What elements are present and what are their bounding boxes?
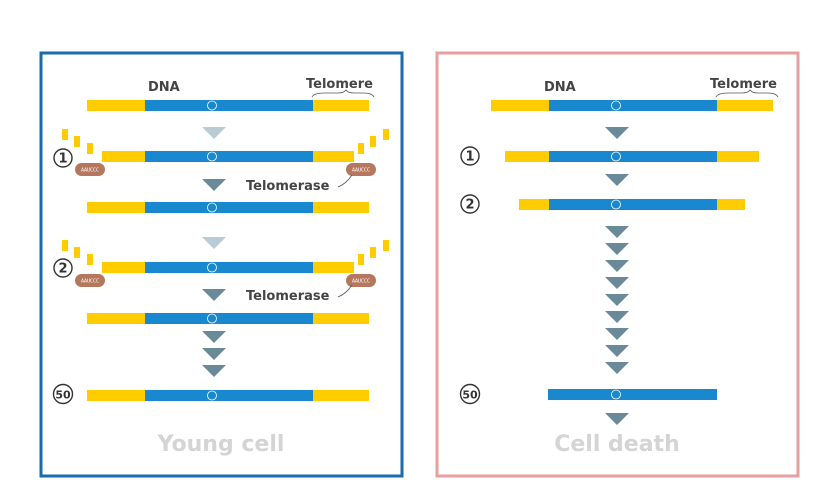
- down-arrow: [202, 237, 226, 249]
- telomere-label: Telomere: [306, 77, 373, 92]
- telomere-brace: [715, 89, 779, 98]
- telomere-fragments-right: [358, 129, 389, 154]
- chromosome-step-1: [505, 151, 759, 162]
- svg-text:50: 50: [55, 389, 71, 402]
- chromosome-restored-1: [87, 202, 369, 213]
- svg-text:2: 2: [58, 262, 67, 277]
- chromosome-initial: [87, 100, 369, 111]
- cell-death-title: Cell death: [554, 432, 680, 457]
- cell-death-panel: [435, 51, 800, 478]
- down-arrow: [202, 348, 226, 360]
- dna-label: DNA: [544, 80, 576, 95]
- telomere-label: Telomere: [710, 77, 777, 92]
- svg-text:AAUCCC: AAUCCC: [352, 279, 370, 285]
- young-cell-title: Young cell: [157, 432, 285, 457]
- telomerase-enzyme-left: AAUCCC: [75, 274, 105, 287]
- down-arrow: [202, 331, 226, 343]
- step-1-marker: 1: [460, 146, 480, 166]
- down-arrow: [605, 328, 629, 340]
- telomerase-label: Telomerase: [246, 179, 330, 194]
- step-1-marker: 1: [53, 148, 73, 168]
- svg-text:AAUCCC: AAUCCC: [81, 168, 99, 174]
- down-arrow: [605, 294, 629, 306]
- telomerase-pointer: [337, 284, 353, 298]
- down-arrow: [202, 179, 226, 191]
- svg-text:1: 1: [58, 152, 67, 167]
- chromosome-initial: [491, 100, 773, 111]
- down-arrow: [605, 277, 629, 289]
- down-arrow: [605, 127, 629, 139]
- down-arrow: [202, 289, 226, 301]
- down-arrow: [605, 174, 629, 186]
- down-arrow: [605, 243, 629, 255]
- down-arrow: [605, 362, 629, 374]
- dna-label: DNA: [148, 80, 180, 95]
- down-arrow: [605, 345, 629, 357]
- chromosome-step-1: [102, 151, 354, 162]
- telomere-brace: [311, 89, 375, 98]
- down-arrow: [202, 127, 226, 139]
- telomerase-enzyme-left: AAUCCC: [75, 163, 105, 176]
- step-50-marker: 50: [459, 383, 481, 405]
- telomere-fragments-right: [358, 240, 389, 265]
- telomerase-label: Telomerase: [246, 289, 330, 304]
- down-arrow: [202, 365, 226, 377]
- telomerase-enzyme-right: AAUCCC: [346, 163, 376, 176]
- svg-text:2: 2: [465, 198, 474, 213]
- telomere-fragments-left: [62, 240, 93, 265]
- svg-text:AAUCCC: AAUCCC: [81, 279, 99, 285]
- chromosome-step-2: [519, 199, 745, 210]
- telomere-fragments-left: [62, 129, 93, 154]
- chromosome-step-2: [102, 262, 354, 273]
- chromosome-step-50: [87, 390, 369, 401]
- down-arrow: [605, 226, 629, 238]
- svg-text:1: 1: [465, 150, 474, 165]
- telomerase-pointer: [337, 174, 353, 188]
- svg-text:50: 50: [462, 389, 478, 402]
- svg-text:AAUCCC: AAUCCC: [352, 168, 370, 174]
- young-cell-panel: [39, 51, 404, 478]
- chromosome-restored-2: [87, 313, 369, 324]
- down-arrow: [605, 413, 629, 425]
- step-50-marker: 50: [52, 383, 74, 405]
- chromosome-step-50: [548, 389, 717, 400]
- step-2-marker: 2: [460, 194, 480, 214]
- down-arrow: [605, 260, 629, 272]
- step-2-marker: 2: [53, 258, 73, 278]
- telomerase-enzyme-right: AAUCCC: [346, 274, 376, 287]
- down-arrow: [605, 311, 629, 323]
